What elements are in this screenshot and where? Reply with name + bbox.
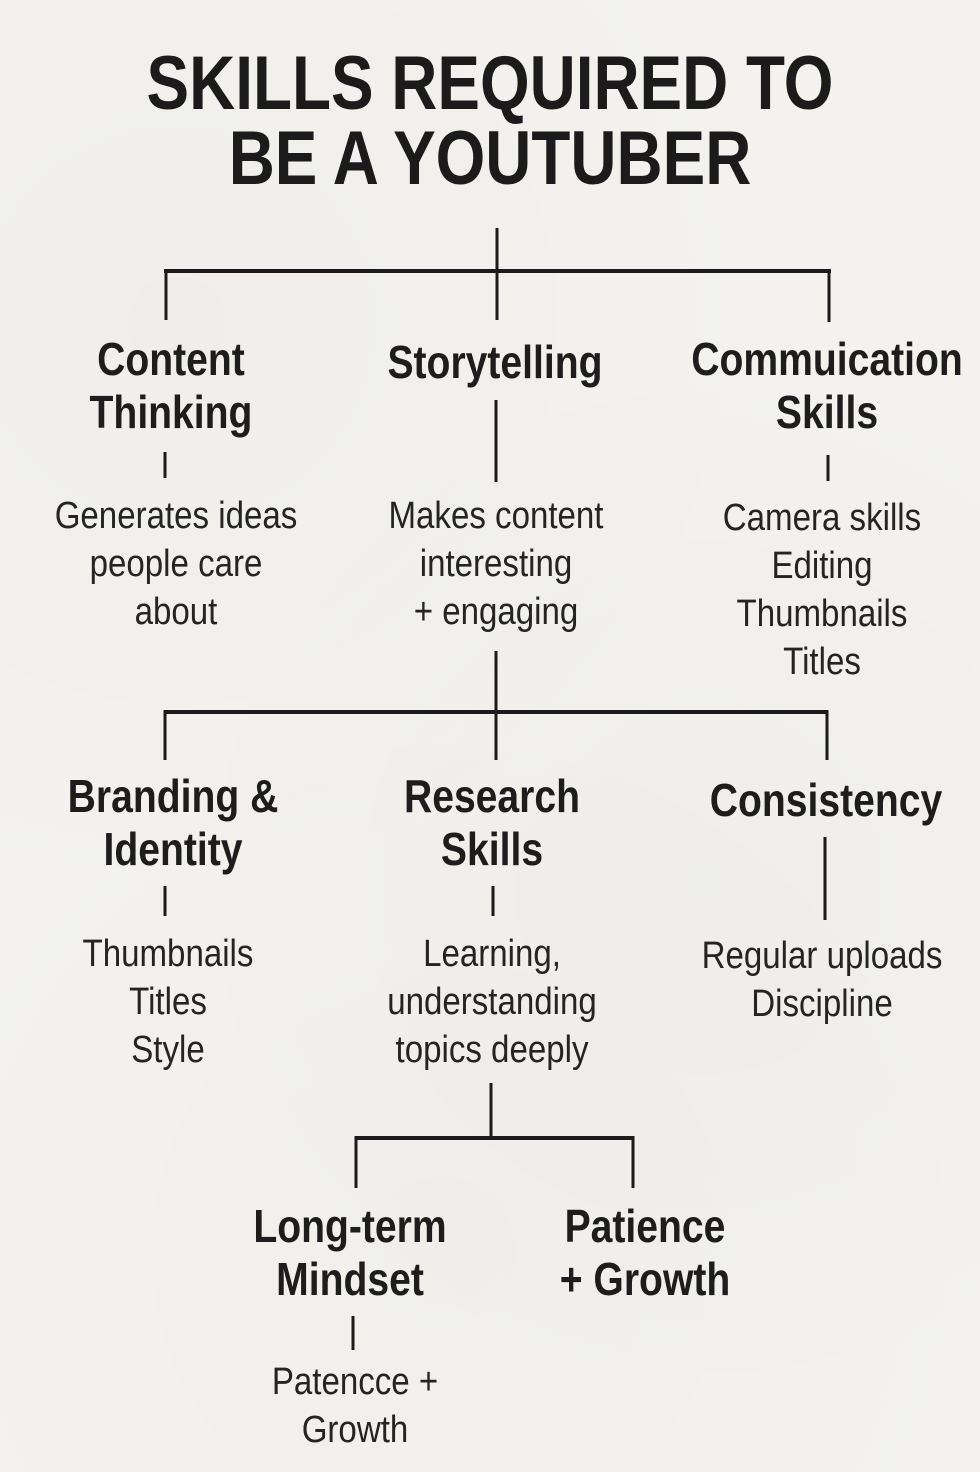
- detail-long-term-mindset: Patencce + Growth: [271, 1361, 439, 1451]
- node-patience-growth: Patience + Growth: [559, 1200, 731, 1305]
- detail-consistency: Regular uploads Discipline: [701, 935, 943, 1025]
- detail-communication-skills: Camera skills Editing Thumbnails Titles: [722, 497, 922, 683]
- detail-research-skills: Learning, understanding topics deeply: [387, 933, 597, 1071]
- detail-branding-identity: Thumbnails Titles Style: [82, 933, 254, 1071]
- node-consistency: Consistency: [709, 774, 943, 826]
- node-branding-identity: Branding & Identity: [67, 770, 279, 875]
- detail-storytelling: Makes content interesting + engaging: [388, 495, 604, 633]
- node-long-term-mindset: Long-term Mindset: [253, 1200, 447, 1305]
- node-research-skills: Research Skills: [403, 770, 581, 875]
- diagram-title: SKILLS REQUIRED TO BE A YOUTUBER: [146, 41, 834, 201]
- node-communication-skills: Commuication Skills: [691, 333, 963, 438]
- node-content-thinking: Content Thinking: [89, 333, 253, 438]
- detail-content-thinking: Generates ideas people care about: [54, 495, 298, 633]
- node-storytelling: Storytelling: [387, 336, 603, 388]
